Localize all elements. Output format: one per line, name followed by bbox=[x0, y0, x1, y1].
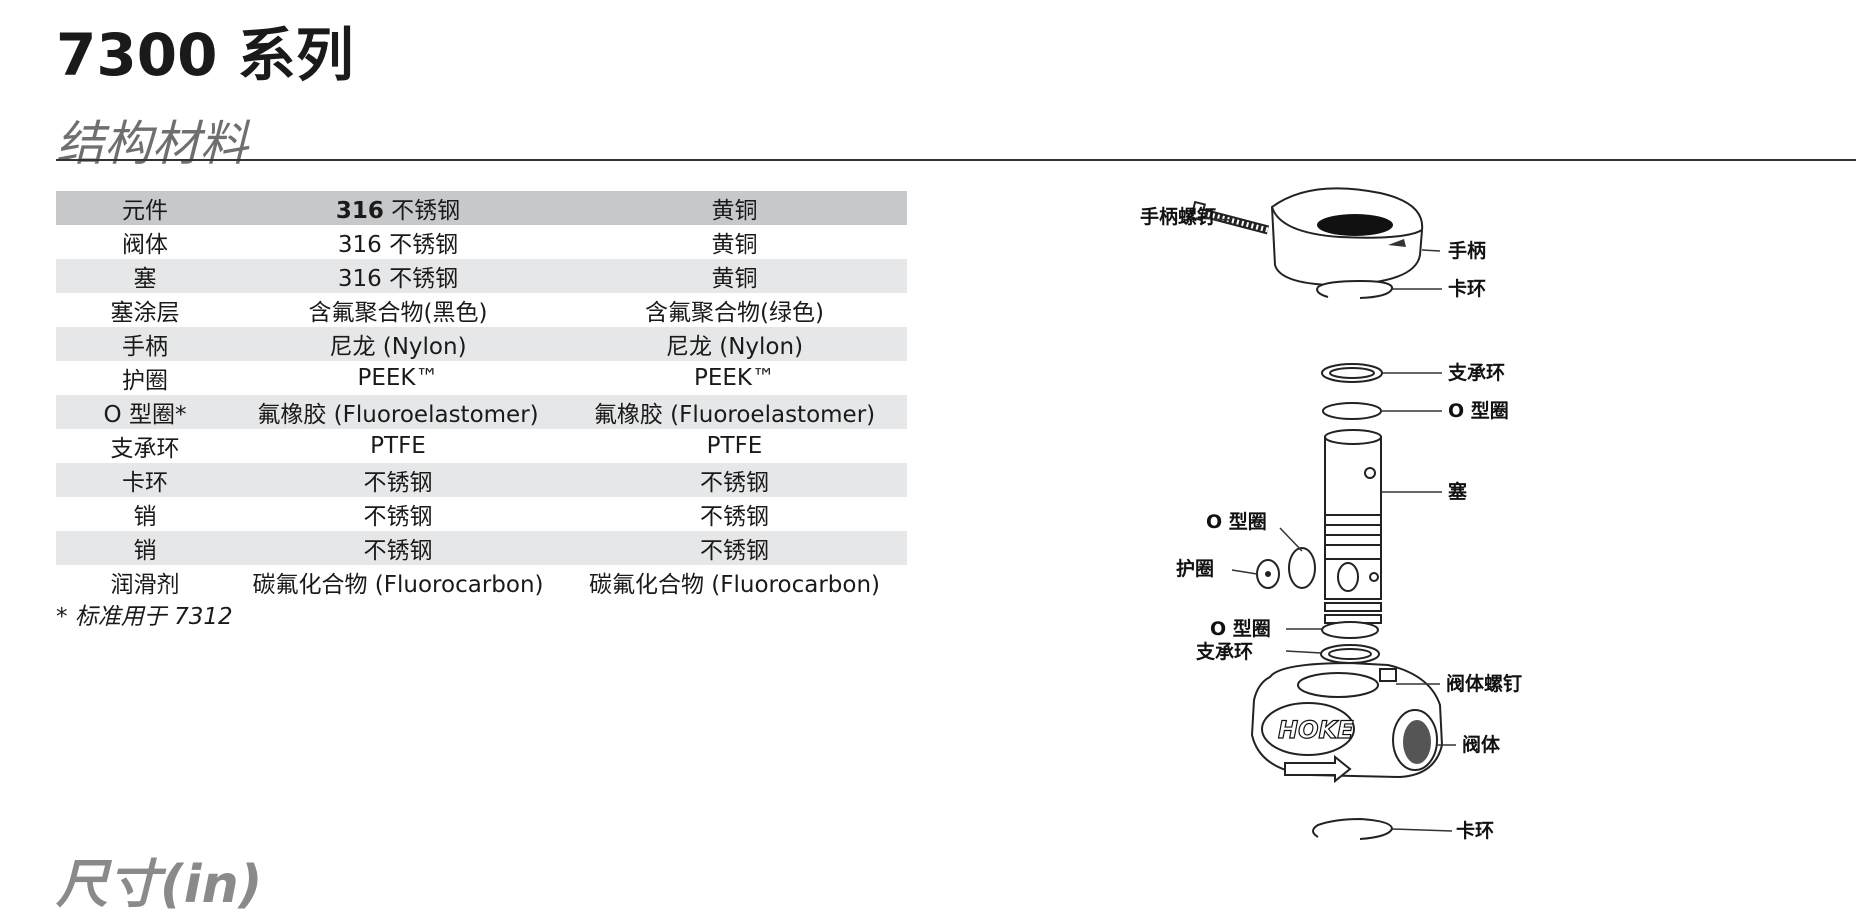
brass-cell: PEEK™ bbox=[693, 365, 776, 391]
table-row: 润滑剂 碳氟化合物 (Fluorocarbon) 碳氟化合物 (Fluorocarb… bbox=[56, 565, 907, 599]
component-cell: 阀体 bbox=[122, 232, 168, 258]
component-cell: 销 bbox=[133, 504, 157, 530]
section-title-dimensions: 尺寸(in) bbox=[56, 855, 263, 915]
stainless-cell: 不锈钢 bbox=[363, 538, 433, 564]
brass-cell: 黄铜 bbox=[711, 232, 758, 258]
stainless-cell: 不锈钢 bbox=[363, 470, 433, 496]
table-row: 卡环 不锈钢 不锈钢 bbox=[56, 463, 907, 497]
handle-screw-part bbox=[1190, 200, 1270, 235]
table-row: 塞 316 不锈钢 黄铜 bbox=[56, 259, 907, 293]
oring-side-part bbox=[1288, 547, 1316, 589]
valve-body-part: HOKE bbox=[1250, 661, 1444, 784]
brass-cell: 含氟聚合物(绿色) bbox=[645, 300, 824, 326]
stainless-cell: 尼龙 (Nylon) bbox=[329, 334, 467, 360]
oring-top-part bbox=[1322, 402, 1382, 420]
table-header-row: 元件 316 不锈钢 黄铜 bbox=[56, 191, 907, 225]
table-row: 手柄 尼龙 (Nylon) 尼龙 (Nylon) bbox=[56, 327, 907, 361]
stainless-cell: 氟橡胶 (Fluoroelastomer) bbox=[257, 402, 539, 428]
stainless-cell: PTFE bbox=[370, 433, 426, 459]
component-cell: 护圈 bbox=[122, 368, 168, 394]
oring-lower-part bbox=[1321, 621, 1379, 639]
component-cell: 支承环 bbox=[110, 436, 180, 462]
table-row: 销 不锈钢 不锈钢 bbox=[56, 531, 907, 565]
component-cell: 润滑剂 bbox=[110, 572, 180, 598]
table-row: 阀体 316 不锈钢 黄铜 bbox=[56, 225, 907, 259]
table-row: O 型圈* 氟橡胶 (Fluoroelastomer) 氟橡胶 (Fluoroela… bbox=[56, 395, 907, 429]
component-cell: 塞 bbox=[133, 266, 157, 292]
label-handle-screw: 手柄螺钉 bbox=[1140, 205, 1216, 228]
brass-cell: 不锈钢 bbox=[700, 538, 769, 564]
stainless-cell: PEEK™ bbox=[357, 365, 439, 391]
brass-cell: 碳氟化合物 (Fluorocarbon) bbox=[589, 572, 880, 598]
label-retainer: 护圈 bbox=[1176, 557, 1214, 580]
label-snap-ring-top: 卡环 bbox=[1448, 277, 1486, 300]
snap-ring-bottom-part bbox=[1312, 817, 1394, 840]
section-title-materials: 结构材料 bbox=[56, 116, 249, 172]
bearing-ring-lower-part bbox=[1320, 644, 1380, 664]
label-bearing-ring-lower: 支承环 bbox=[1195, 641, 1253, 663]
series-title: 7300 系列 bbox=[56, 21, 354, 89]
brass-cell: PTFE bbox=[706, 433, 763, 459]
column-header-brass: 黄铜 bbox=[711, 198, 758, 224]
column-header-component: 元件 bbox=[122, 198, 168, 224]
snap-ring-top-part bbox=[1316, 279, 1394, 299]
stainless-cell: 316 不锈钢 bbox=[337, 266, 459, 292]
component-cell: 塞涂层 bbox=[110, 300, 180, 326]
label-oring-side: O 型圈 bbox=[1206, 510, 1267, 533]
label-oring-top: O 型圈 bbox=[1448, 399, 1509, 422]
label-snap-ring-bottom: 卡环 bbox=[1456, 819, 1494, 842]
brass-cell: 黄铜 bbox=[711, 266, 758, 292]
handle-part bbox=[1270, 187, 1424, 293]
stainless-cell: 不锈钢 bbox=[363, 504, 433, 530]
table-row: 支承环 PTFE PTFE bbox=[56, 429, 907, 463]
component-cell: 卡环 bbox=[122, 470, 168, 496]
section-divider bbox=[56, 159, 1856, 161]
stainless-cell: 碳氟化合物 (Fluorocarbon) bbox=[252, 572, 544, 598]
footnote: * 标准用于 7312 bbox=[56, 604, 233, 630]
label-body: 阀体 bbox=[1462, 733, 1501, 756]
brass-cell: 尼龙 (Nylon) bbox=[665, 334, 804, 360]
table-row: 塞涂层 含氟聚合物(黑色) 含氟聚合物(绿色) bbox=[56, 293, 907, 327]
brass-cell: 不锈钢 bbox=[700, 470, 769, 496]
label-bearing-ring-top: 支承环 bbox=[1447, 362, 1505, 384]
label-handle: 手柄 bbox=[1448, 239, 1486, 262]
bearing-ring-top-part bbox=[1321, 363, 1383, 383]
brass-cell: 氟橡胶 (Fluoroelastomer) bbox=[593, 402, 876, 428]
brass-cell: 不锈钢 bbox=[700, 504, 769, 530]
component-cell: O 型圈* bbox=[103, 402, 187, 428]
table-row: 销 不锈钢 不锈钢 bbox=[56, 497, 907, 531]
brand-mark: HOKE bbox=[1278, 716, 1354, 744]
label-body-screw: 阀体螺钉 bbox=[1446, 672, 1522, 695]
valve-exploded-diagram: HOKE 手柄螺钉 手柄 卡环 支承环 O 型圈 塞 O 型圈 护圈 O 型圈 … bbox=[1140, 187, 1522, 842]
label-oring-lower: O 型圈 bbox=[1210, 617, 1271, 640]
stainless-cell: 316 不锈钢 bbox=[337, 232, 459, 258]
label-plug: 塞 bbox=[1448, 480, 1468, 503]
column-header-316-stainless: 316 不锈钢 bbox=[335, 198, 461, 224]
plug-part bbox=[1324, 429, 1382, 624]
component-cell: 手柄 bbox=[122, 334, 168, 360]
table-row: 护圈 PEEK™ PEEK™ bbox=[56, 361, 907, 395]
component-cell: 销 bbox=[133, 538, 157, 564]
stainless-cell: 含氟聚合物(黑色) bbox=[308, 300, 488, 326]
